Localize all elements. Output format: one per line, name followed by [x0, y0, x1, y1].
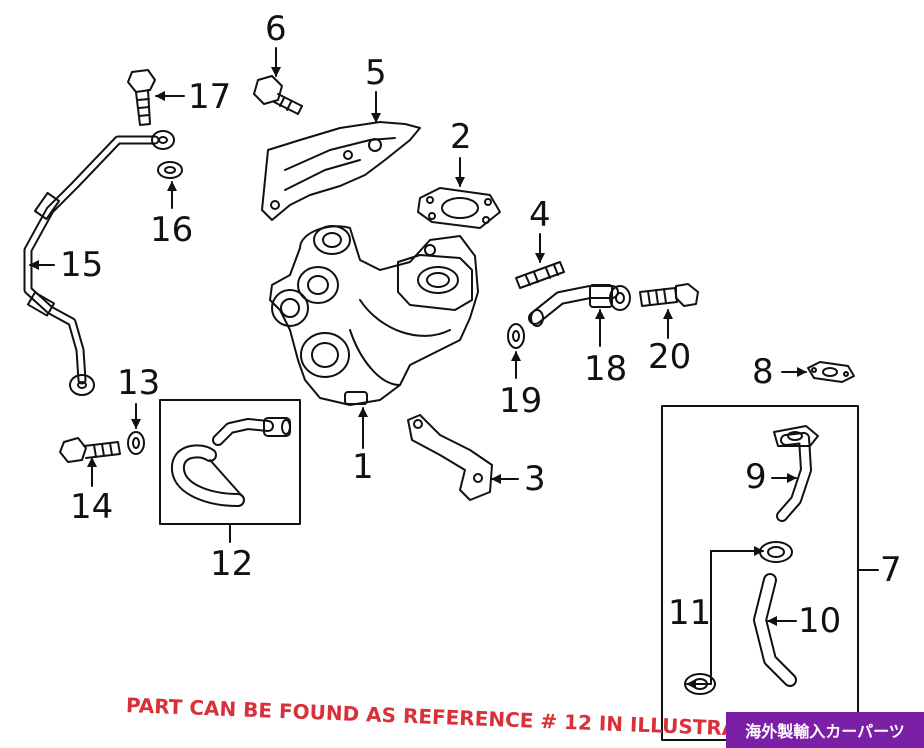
callout-16: 16 — [150, 210, 194, 250]
bracket-3-part — [407, 414, 493, 501]
callout-8: 8 — [752, 352, 774, 392]
bolt-17-part — [127, 69, 156, 126]
water-pipe-18-part — [528, 284, 631, 327]
callout-17: 17 — [188, 77, 232, 117]
callout-20: 20 — [648, 337, 692, 377]
callout-18: 18 — [584, 349, 628, 389]
washer-13-part — [127, 431, 145, 455]
callout-11: 11 — [668, 593, 712, 633]
callout-7: 7 — [880, 550, 902, 590]
callout-3: 3 — [524, 459, 546, 499]
callout-6: 6 — [265, 9, 287, 49]
stud-4-part — [515, 261, 565, 289]
washer-16-part — [157, 161, 183, 179]
callout-13: 13 — [117, 363, 161, 403]
leader-lines — [29, 47, 879, 689]
gasket-8-part — [807, 361, 855, 383]
washer-19-part — [507, 323, 525, 349]
callout-12: 12 — [210, 544, 254, 584]
callout-15: 15 — [60, 245, 104, 285]
callout-14: 14 — [70, 487, 114, 527]
oil-feed-line-part — [23, 130, 175, 396]
box-12-part — [159, 399, 301, 525]
callout-19: 19 — [499, 381, 543, 421]
callout-10: 10 — [798, 601, 842, 641]
callout-1: 1 — [352, 447, 374, 487]
gasket-2-part — [417, 187, 501, 229]
callout-5: 5 — [365, 53, 387, 93]
bolt-6-part — [253, 75, 303, 115]
callout-9: 9 — [745, 457, 767, 497]
store-badge: 海外製輸入カーパーツ — [726, 712, 924, 748]
bolt-14-part — [59, 437, 121, 463]
callout-2: 2 — [450, 117, 472, 157]
bolt-20-part — [639, 283, 699, 307]
callout-4: 4 — [529, 195, 551, 235]
heat-shield-part — [261, 121, 421, 221]
turbocharger-part — [269, 225, 479, 406]
